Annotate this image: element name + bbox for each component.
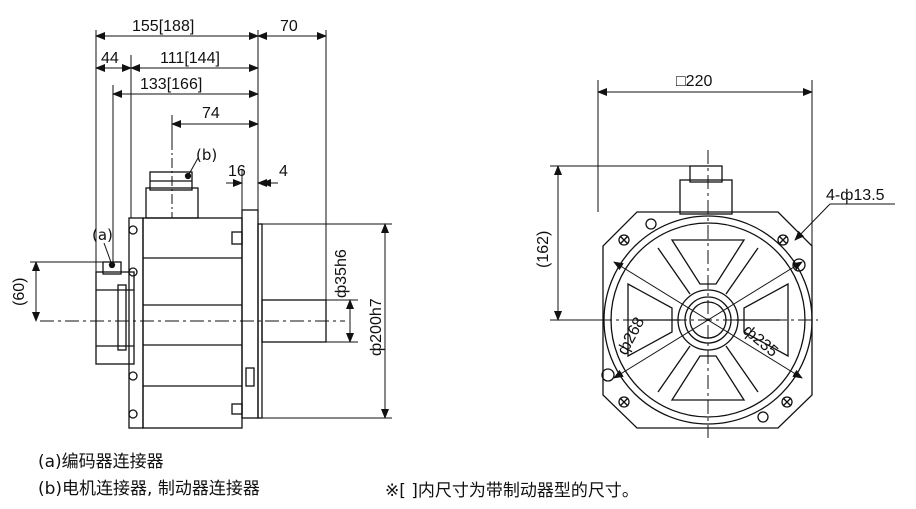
legend-a: (a)编码器连接器 bbox=[38, 452, 164, 472]
mount-hole-3 bbox=[601, 368, 615, 382]
dim-44-label: 44 bbox=[101, 50, 119, 67]
dim-pilot-dia-label: ф200h7 bbox=[368, 298, 385, 356]
dim-162-label: (162) bbox=[535, 231, 552, 268]
front-connector bbox=[679, 179, 733, 215]
dim-shaft-dia-label: ф35h6 bbox=[333, 249, 350, 298]
dim-111-label: 111[144] bbox=[160, 50, 220, 67]
dim-60-label: (60) bbox=[11, 278, 28, 306]
dim-133-label: 133[166] bbox=[140, 76, 202, 93]
dim-holes-label: 4-ф13.5 bbox=[826, 187, 885, 204]
encoder-connector bbox=[95, 271, 135, 365]
motor-body bbox=[142, 217, 243, 429]
rear-cover bbox=[128, 217, 144, 429]
dim-square-label: □220 bbox=[676, 73, 712, 90]
flange bbox=[241, 209, 259, 419]
dim-pcd235-line bbox=[613, 261, 803, 379]
dim-pcd235-label: ф235 bbox=[739, 322, 781, 361]
mount-hole-4 bbox=[757, 411, 769, 423]
mount-hole-1 bbox=[645, 218, 657, 230]
side-view bbox=[40, 140, 345, 429]
side-extension-lines bbox=[30, 30, 392, 419]
front-flange-outline bbox=[602, 211, 813, 429]
dim-shaft-len-label: 70 bbox=[280, 18, 298, 35]
holes-leader bbox=[794, 203, 831, 241]
callout-b: (b) bbox=[196, 146, 217, 164]
dim-overall-label: 155[188] bbox=[132, 18, 194, 35]
dim-pcd268-label: ф268 bbox=[615, 315, 649, 358]
callout-a: (a) bbox=[92, 226, 113, 244]
dim-16-label: 16 bbox=[228, 163, 246, 180]
dim-74-label: 74 bbox=[202, 105, 220, 122]
footnote: ※[ ]内尺寸为带制动器型的尺寸。 bbox=[385, 481, 639, 501]
legend-b: (b)电机连接器, 制动器连接器 bbox=[38, 479, 260, 499]
dim-4-label: 4 bbox=[279, 163, 288, 180]
front-view bbox=[598, 150, 818, 438]
